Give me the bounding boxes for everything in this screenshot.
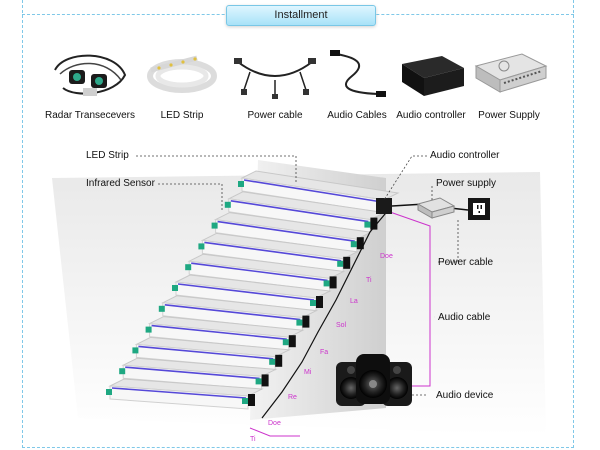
- step-controller-box: [343, 256, 351, 269]
- step-controller-box: [329, 276, 337, 289]
- led-strip-line: [111, 387, 247, 399]
- infrared-sensor-marker: [364, 221, 371, 228]
- infrared-sensor-marker: [296, 319, 303, 326]
- infrared-sensor-marker: [242, 398, 248, 404]
- led-strip-line: [230, 200, 369, 223]
- led-strip-line: [151, 324, 287, 340]
- note-label: Ti: [250, 436, 256, 443]
- infrared-sensor-marker: [255, 378, 262, 385]
- wall-socket-icon: [468, 198, 490, 220]
- infrared-sensor-marker: [172, 285, 178, 291]
- led-strip-line: [217, 220, 355, 242]
- infrared-sensor-marker: [282, 339, 289, 346]
- step-controller-box: [356, 237, 364, 250]
- infrared-sensor-marker: [145, 326, 152, 333]
- led-strip-line: [243, 179, 383, 203]
- audio-cable-line: [389, 211, 431, 387]
- section-title: Installment: [226, 5, 376, 26]
- audio-note-line: [249, 427, 300, 437]
- led-strip-icon: [147, 55, 217, 93]
- callout-audio-cable: Audio cable: [438, 312, 491, 323]
- note-label: Doe: [268, 420, 281, 427]
- step-controller-box: [275, 354, 283, 367]
- product-power-cable: [230, 40, 320, 100]
- product-label-audio-cables: Audio Cables: [327, 110, 387, 121]
- step-controller-box: [261, 374, 269, 387]
- note-label: La: [350, 298, 358, 305]
- note-label: Doe: [380, 253, 393, 260]
- led-strip-line: [164, 304, 301, 321]
- infrared-sensor-marker: [310, 300, 316, 306]
- callout-power-cable: Power cable: [438, 257, 494, 268]
- infrared-sensor-marker: [350, 241, 357, 248]
- note-label: Mi: [304, 369, 312, 376]
- infrared-sensor-marker: [158, 305, 165, 312]
- step-controller-box: [288, 335, 296, 348]
- infrared-sensor-marker: [224, 201, 231, 208]
- power-supply-icon: [474, 53, 548, 93]
- infrared-sensor-marker: [132, 347, 139, 354]
- infrared-sensor-marker: [323, 280, 330, 287]
- step-controller-box: [302, 315, 310, 328]
- note-label: Ti: [366, 277, 372, 284]
- infrared-sensor-marker: [198, 243, 205, 250]
- infrared-sensor-marker: [337, 260, 344, 267]
- callout-audio-controller: Audio controller: [430, 150, 500, 161]
- radar-sensor-icon: [54, 54, 127, 96]
- audio-cable-icon: [330, 50, 386, 97]
- product-label-radar-transceivers: Radar Transecevers: [44, 110, 136, 121]
- note-label: Re: [288, 394, 297, 401]
- callout-led-strip: LED Strip: [86, 150, 129, 161]
- infrared-sensor-marker: [238, 181, 244, 187]
- infrared-sensor-marker: [106, 389, 112, 395]
- power-supply-unit: [416, 197, 456, 219]
- product-label-audio-controller: Audio controller: [396, 110, 466, 121]
- led-strip-line: [204, 241, 342, 262]
- product-audio-cables: [312, 40, 402, 100]
- led-strip-line: [138, 345, 274, 360]
- product-power-supply: [464, 40, 554, 100]
- infrared-sensor-marker: [211, 222, 218, 229]
- audio-controller-unit: [376, 198, 392, 214]
- callout-audio-device: Audio device: [436, 390, 494, 401]
- led-strip-line: [177, 283, 315, 301]
- led-strip-line: [125, 366, 260, 380]
- callout-infrared-sensor: Infrared Sensor: [86, 178, 155, 189]
- power-cable-icon: [234, 58, 316, 99]
- product-label-power-supply: Power Supply: [478, 110, 540, 121]
- infrared-sensor-marker: [119, 368, 126, 375]
- step-controller-box: [370, 217, 378, 230]
- infrared-sensor-marker: [185, 264, 192, 271]
- led-strip-line: [191, 262, 328, 282]
- product-label-power-cable: Power cable: [247, 110, 303, 121]
- page-frame: [22, 0, 574, 448]
- callout-power-supply: Power supply: [436, 178, 497, 189]
- step-controller-box: [248, 394, 255, 406]
- callout-leaders: [136, 155, 459, 396]
- note-label: Fa: [320, 349, 328, 356]
- stair-steps: [106, 170, 400, 410]
- product-radar-transceivers: [45, 40, 135, 100]
- product-label-led-strip: LED Strip: [160, 110, 204, 121]
- product-led-strip: [137, 40, 227, 100]
- main-data-cable: [261, 207, 391, 419]
- audio-controller-icon: [402, 56, 464, 96]
- product-audio-controller: [386, 40, 476, 100]
- speaker-icon: [336, 354, 412, 406]
- infrared-sensor-marker: [269, 358, 276, 365]
- step-controller-box: [316, 296, 323, 308]
- note-label: Sol: [336, 322, 347, 329]
